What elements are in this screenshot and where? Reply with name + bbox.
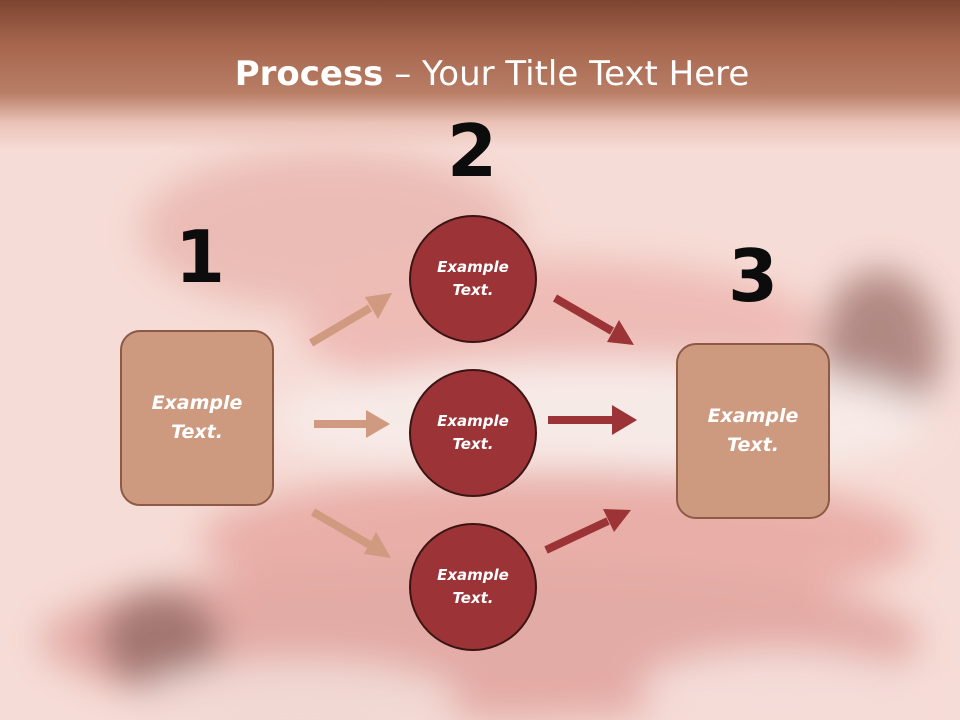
circle-top-label-line1: Example <box>437 258 509 276</box>
slide-title: Process – Your Title Text Here <box>0 52 960 96</box>
title-rest: – Your Title Text Here <box>383 54 750 94</box>
circle-bottom-label-line1: Example <box>437 566 509 584</box>
title-band <box>0 0 960 150</box>
step-number-1: 1 <box>174 215 226 299</box>
arrow-right-middle <box>548 405 637 435</box>
arrow-left-down <box>310 508 391 558</box>
circle-bottom-label-line2: Text. <box>452 589 494 607</box>
arrow-left-up <box>308 293 392 347</box>
title-bold: Process <box>234 54 384 94</box>
step-number-2: 2 <box>446 109 498 193</box>
right-box-label-line2: Text. <box>727 434 779 456</box>
left-box-label-line2: Text. <box>171 421 223 443</box>
circle-middle-label-line1: Example <box>437 412 509 430</box>
arrow-right-up <box>552 294 634 345</box>
circle-top-label-line2: Text. <box>452 281 494 299</box>
right-box-label-line1: Example <box>707 405 799 427</box>
arrow-left-middle <box>314 410 390 438</box>
arrow-right-down <box>544 509 631 554</box>
left-box-label-line1: Example <box>151 392 243 414</box>
circle-middle-label-line2: Text. <box>452 435 494 453</box>
step-number-3: 3 <box>727 234 779 318</box>
